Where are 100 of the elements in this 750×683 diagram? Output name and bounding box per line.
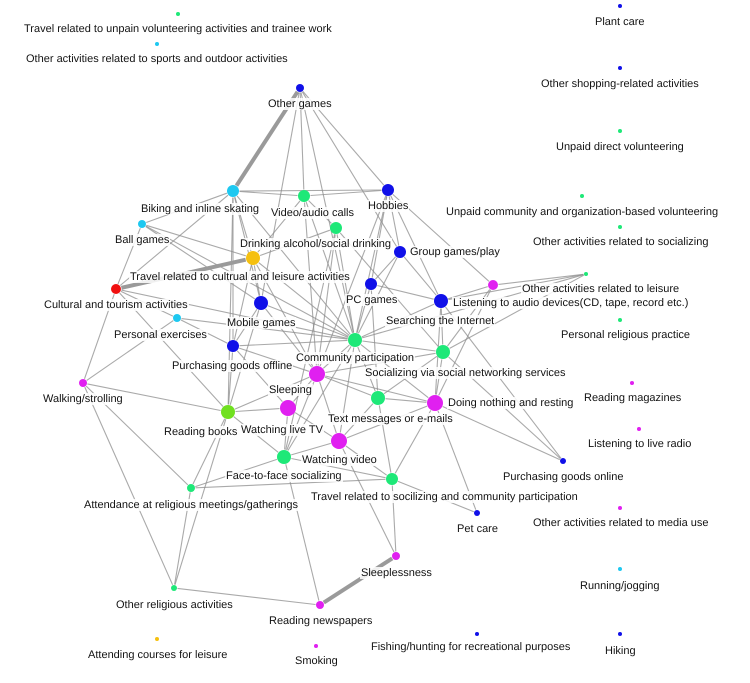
node-label: Purchasing goods offline bbox=[171, 360, 294, 372]
node-label: Biking and inline skating bbox=[140, 203, 260, 215]
node-label: Travel related to socilizing and community participation bbox=[310, 491, 579, 503]
node-label: Purchasing goods online bbox=[502, 471, 624, 483]
node-label: Personal exercises bbox=[113, 329, 208, 341]
node-dot bbox=[280, 400, 296, 416]
node-label: Other activities related to sports and outdoor activities bbox=[25, 53, 289, 65]
edge-line bbox=[300, 92, 304, 190]
node-dot bbox=[111, 284, 121, 294]
node-label: Personal religious practice bbox=[560, 329, 692, 341]
node-label: Other activities related to media use bbox=[532, 517, 710, 529]
node-label: Other religious activities bbox=[115, 599, 234, 611]
node-dot bbox=[79, 379, 87, 387]
node-dot bbox=[618, 632, 622, 636]
node-label: Cultural and tourism activities bbox=[43, 299, 189, 311]
node-label: Fishing/hunting for recreational purposes bbox=[370, 641, 572, 653]
node-label: Hobbies bbox=[367, 200, 410, 212]
node-dot bbox=[173, 314, 181, 322]
edge-line bbox=[377, 284, 434, 300]
node-dot bbox=[348, 333, 362, 347]
edge-line bbox=[235, 408, 280, 412]
node-label: Drinking alcohol/social drinking bbox=[239, 238, 392, 250]
node-dot bbox=[475, 632, 479, 636]
node-label: Sleeping bbox=[268, 384, 313, 396]
node-dot bbox=[618, 318, 622, 322]
node-label: Travel related to unpain volunteering activities and trainee work bbox=[23, 23, 333, 35]
node-dot bbox=[331, 433, 347, 449]
node-dot bbox=[316, 601, 324, 609]
edge-line bbox=[86, 386, 188, 486]
node-dot bbox=[382, 184, 394, 196]
edge-line bbox=[442, 406, 560, 460]
node-dot bbox=[637, 427, 641, 431]
node-dot bbox=[618, 506, 622, 510]
node-dot bbox=[618, 129, 622, 133]
node-label: Reading magazines bbox=[583, 392, 682, 404]
node-dot bbox=[392, 552, 400, 560]
node-label: Reading books bbox=[163, 426, 238, 438]
edge-line bbox=[302, 91, 384, 186]
node-label: Unpaid community and organization-based volunteering bbox=[445, 206, 720, 218]
node-label: Other activities related to leisure bbox=[521, 283, 680, 295]
node-label: Text messages or e-mails bbox=[327, 413, 454, 425]
node-dot bbox=[580, 194, 584, 198]
node-label: Watching live TV bbox=[240, 424, 324, 436]
node-dot bbox=[365, 278, 377, 290]
node-label: Unpaid direct volunteering bbox=[555, 141, 685, 153]
edge-line bbox=[177, 588, 316, 606]
edge-line bbox=[324, 376, 372, 396]
node-label: Attendance at religious meetings/gatherings bbox=[83, 499, 300, 511]
node-dot bbox=[618, 66, 622, 70]
node-label: Ball games bbox=[114, 234, 170, 246]
node-label: Travel related to cultrual and leisure activities bbox=[129, 271, 351, 283]
edge-line bbox=[448, 286, 488, 300]
edge-line bbox=[87, 383, 221, 412]
node-label: Sleeplessness bbox=[360, 567, 433, 579]
node-label: Smoking bbox=[294, 655, 339, 667]
edge-line bbox=[448, 274, 584, 300]
node-label: Walking/strolling bbox=[42, 393, 124, 405]
node-label: Other shopping-related activities bbox=[540, 78, 700, 90]
edge-line bbox=[174, 492, 191, 585]
node-dot bbox=[155, 637, 159, 641]
edge-line bbox=[234, 90, 300, 187]
edge-line bbox=[310, 190, 382, 196]
node-dot bbox=[298, 190, 310, 202]
node-label: Plant care bbox=[594, 16, 646, 28]
node-dot bbox=[277, 450, 291, 464]
edge-line bbox=[325, 375, 427, 402]
edge-line bbox=[84, 294, 115, 379]
node-label: Socializing via social networking services bbox=[364, 367, 567, 379]
edge-line bbox=[239, 340, 348, 346]
node-label: Doing nothing and resting bbox=[447, 397, 574, 409]
node-label: Running/jogging bbox=[579, 580, 661, 592]
node-dot bbox=[330, 222, 342, 234]
node-label: Face-to-face socializing bbox=[225, 470, 343, 482]
edge-line bbox=[375, 256, 396, 280]
edge-line bbox=[498, 274, 584, 285]
node-label: Community participation bbox=[295, 352, 415, 364]
node-label: Listening to audio devices(CD, tape, record etc.) bbox=[452, 297, 690, 309]
node-dot bbox=[176, 12, 180, 16]
edge-line bbox=[362, 340, 436, 352]
node-label: Other activities related to socializing bbox=[532, 236, 710, 248]
edge-line bbox=[195, 478, 386, 488]
node-dot bbox=[488, 280, 498, 290]
edge-line bbox=[240, 189, 382, 192]
node-dot bbox=[618, 4, 622, 8]
edge-line bbox=[404, 256, 437, 296]
node-dot bbox=[386, 473, 398, 485]
edge-line bbox=[146, 224, 246, 256]
node-dot bbox=[221, 405, 235, 419]
node-dot bbox=[254, 296, 268, 310]
node-dot bbox=[155, 42, 159, 46]
node-dot bbox=[474, 510, 480, 516]
node-dot bbox=[434, 294, 448, 308]
node-dot bbox=[436, 345, 450, 359]
node-dot bbox=[309, 366, 325, 382]
edge-line bbox=[385, 398, 427, 403]
node-label: Video/audio calls bbox=[270, 207, 355, 219]
edge-line bbox=[239, 190, 298, 196]
node-label: Mobile games bbox=[226, 317, 296, 329]
node-label: Searching the Internet bbox=[385, 315, 496, 327]
node-dot bbox=[187, 484, 195, 492]
